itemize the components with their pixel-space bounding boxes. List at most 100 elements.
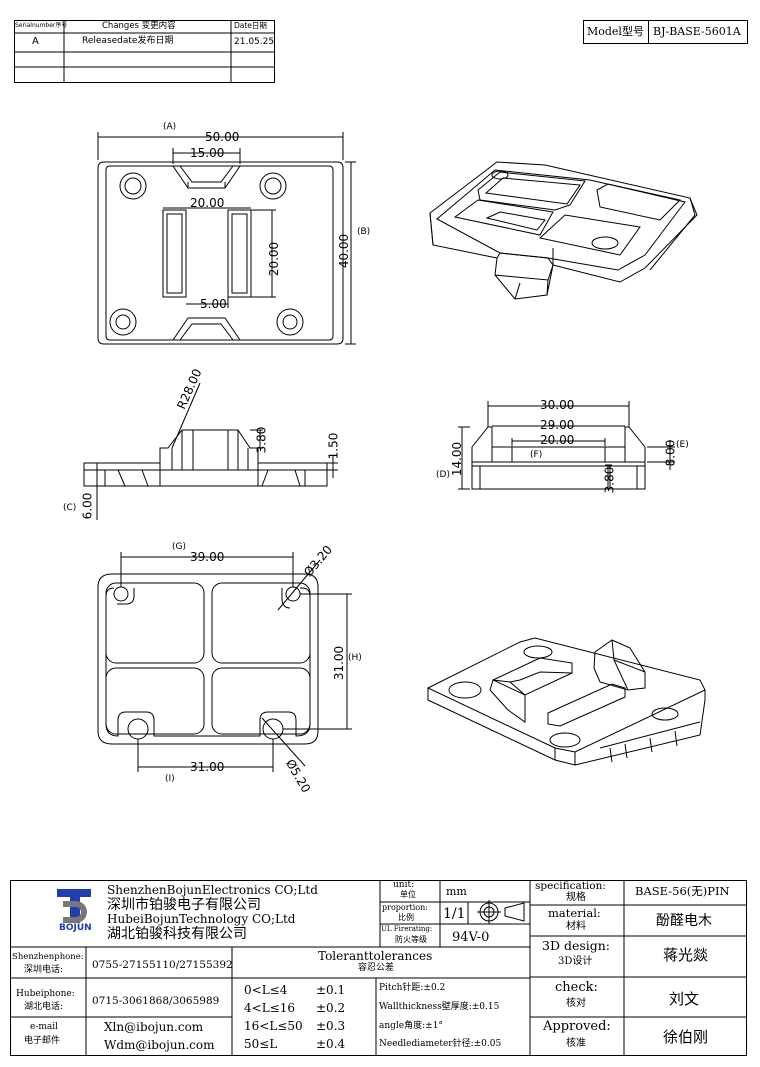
material-cn: 材料 xyxy=(566,921,586,932)
design-value: 蒋光燚 xyxy=(663,946,709,964)
rev-row-date: 21.05.25 xyxy=(234,37,275,47)
logo-b-curve xyxy=(63,901,87,923)
check-label: check: xyxy=(555,980,598,995)
dim-14: 14.00 xyxy=(450,441,465,477)
spec-cn: 规格 xyxy=(566,892,586,903)
side-view xyxy=(83,382,338,520)
title-block: BOJUN ShenzhenBojunElectronics CO;Ltd 深圳… xyxy=(10,880,747,1056)
note-needle: Needlediameter针径:±0.05 xyxy=(379,1039,502,1049)
unit-value: mm xyxy=(446,885,467,898)
tol-value-3: ±0.3 xyxy=(316,1019,346,1033)
ul-cn: 防火等级 xyxy=(395,935,427,944)
ul-label: UL Firerating: xyxy=(381,925,433,933)
unit-cn: 单位 xyxy=(400,890,416,899)
dim-31-v: 31.00 xyxy=(332,645,347,681)
proportion-label: proportion: xyxy=(382,903,428,912)
tol-range-4: 50≤L xyxy=(244,1037,278,1051)
dim-40: 40.00 xyxy=(337,233,352,269)
title-block-grid xyxy=(10,880,747,1056)
dim-8: 8.00 xyxy=(663,439,678,467)
dim-5: 5.00 xyxy=(200,297,227,311)
design-cn: 3D设计 xyxy=(558,956,593,967)
logo-text: BOJUN xyxy=(59,923,92,933)
dim-label-i: (I) xyxy=(165,774,175,784)
dim-label-d: (D) xyxy=(436,470,450,480)
top-view xyxy=(97,132,356,345)
dim-end-20: 20.00 xyxy=(540,433,575,447)
company-en-2: HubeiBojunTechnology CO;Ltd xyxy=(107,912,296,926)
note-angle: angle角度:±1° xyxy=(379,1021,443,1031)
model-label: Model型号 xyxy=(587,25,644,38)
email-label: e-mail xyxy=(30,1022,59,1032)
model-value: BJ-BASE-5601A xyxy=(653,25,741,38)
dim-label-c: (C) xyxy=(63,503,77,513)
material-value: 酚醛电木 xyxy=(656,913,712,929)
dim-label-f: (F) xyxy=(530,450,543,460)
dim-20-v: 20.00 xyxy=(267,241,282,277)
dim-6-00: 6.00 xyxy=(80,492,95,520)
spec-label: specification: xyxy=(535,880,606,892)
email-value-2: Wdm@ibojun.com xyxy=(104,1038,215,1052)
dim-31-h: 31.00 xyxy=(190,760,225,774)
company-logo: BOJUN xyxy=(57,889,97,935)
dim-39: 39.00 xyxy=(190,550,225,564)
proportion-value: 1/1 xyxy=(443,906,466,922)
dim-1-50: 1.50 xyxy=(326,432,341,460)
revision-table-grid xyxy=(14,20,275,83)
dim-20-h: 20.00 xyxy=(190,196,225,210)
approved-label: Approved: xyxy=(543,1019,611,1034)
company-cn-1: 深圳市铂骏电子有限公司 xyxy=(107,897,261,913)
rev-header-date: Date日期 xyxy=(234,21,267,30)
sz-phone-value: 0755-27155110/27155392 xyxy=(92,959,233,971)
rev-row-change: Releasedate发布日期 xyxy=(82,36,174,46)
dim-end-3-80: 3.80 xyxy=(602,466,617,494)
hb-phone-cn: 湖北电话: xyxy=(24,1002,64,1012)
dim-label-b: (B) xyxy=(357,227,371,237)
end-view xyxy=(458,401,675,490)
iso-view-top xyxy=(429,161,698,300)
dim-label-e: (E) xyxy=(676,440,689,450)
check-value: 刘文 xyxy=(669,990,700,1008)
tol-value-4: ±0.4 xyxy=(316,1037,346,1051)
company-en-1: ShenzhenBojunElectronics CO;Ltd xyxy=(107,883,318,897)
email-value-1: Xln@ibojun.com xyxy=(104,1020,204,1034)
dim-50: 50.00 xyxy=(205,130,240,144)
approved-cn: 核准 xyxy=(566,1038,586,1049)
spec-value: BASE-56(无)PIN xyxy=(635,884,730,898)
rev-header-serial: Serialnumber序号 xyxy=(15,22,68,29)
rev-header-changes: Changes 变更内容 xyxy=(102,21,176,31)
tol-range-2: 4<L≤16 xyxy=(244,1001,295,1015)
tol-value-2: ±0.2 xyxy=(316,1001,346,1015)
approved-value: 徐伯刚 xyxy=(663,1028,709,1046)
bottom-view xyxy=(97,552,352,772)
company-cn-2: 湖北铂骏科技有限公司 xyxy=(107,926,247,942)
design-label: 3D design: xyxy=(542,938,611,953)
rev-row-serial: A xyxy=(32,36,39,47)
iso-view-bottom xyxy=(426,637,706,766)
material-label: material: xyxy=(548,906,601,920)
dim-label-g: (G) xyxy=(172,542,186,552)
check-cn: 核对 xyxy=(566,998,586,1009)
tol-range-1: 0<L≤4 xyxy=(244,983,288,997)
revision-table: Serialnumber序号 Changes 变更内容 Date日期 A Rel… xyxy=(14,20,275,83)
tolerance-title: Toleranttolerances xyxy=(318,949,433,963)
tolerance-cn: 容忍公差 xyxy=(358,963,395,973)
dim-30: 30.00 xyxy=(540,398,575,412)
dim-label-a: (A) xyxy=(163,122,177,132)
hb-phone-value: 0715-3061868/3065989 xyxy=(92,995,220,1007)
hb-phone-label: Hubeiphone: xyxy=(16,989,75,999)
tol-range-3: 16<L≤50 xyxy=(244,1019,303,1033)
unit-label: unit: xyxy=(393,880,415,890)
dim-side-3-80: 3.80 xyxy=(254,426,269,454)
note-wall: Wallthickness壁厚度:±0.15 xyxy=(379,1002,500,1012)
ul-value: 94V-0 xyxy=(452,930,490,945)
model-box: Model型号 BJ-BASE-5601A xyxy=(583,20,748,44)
tol-value-1: ±0.1 xyxy=(316,983,346,997)
proportion-cn: 比例 xyxy=(398,913,414,922)
note-pitch: Pitch针距:±0.2 xyxy=(379,983,446,993)
email-cn: 电子邮件 xyxy=(24,1036,61,1046)
sz-phone-label: Shenzhenphone: xyxy=(12,952,84,962)
technical-drawing xyxy=(83,132,706,772)
dim-15: 15.00 xyxy=(190,146,225,160)
sz-phone-cn: 深圳电话: xyxy=(24,965,64,975)
